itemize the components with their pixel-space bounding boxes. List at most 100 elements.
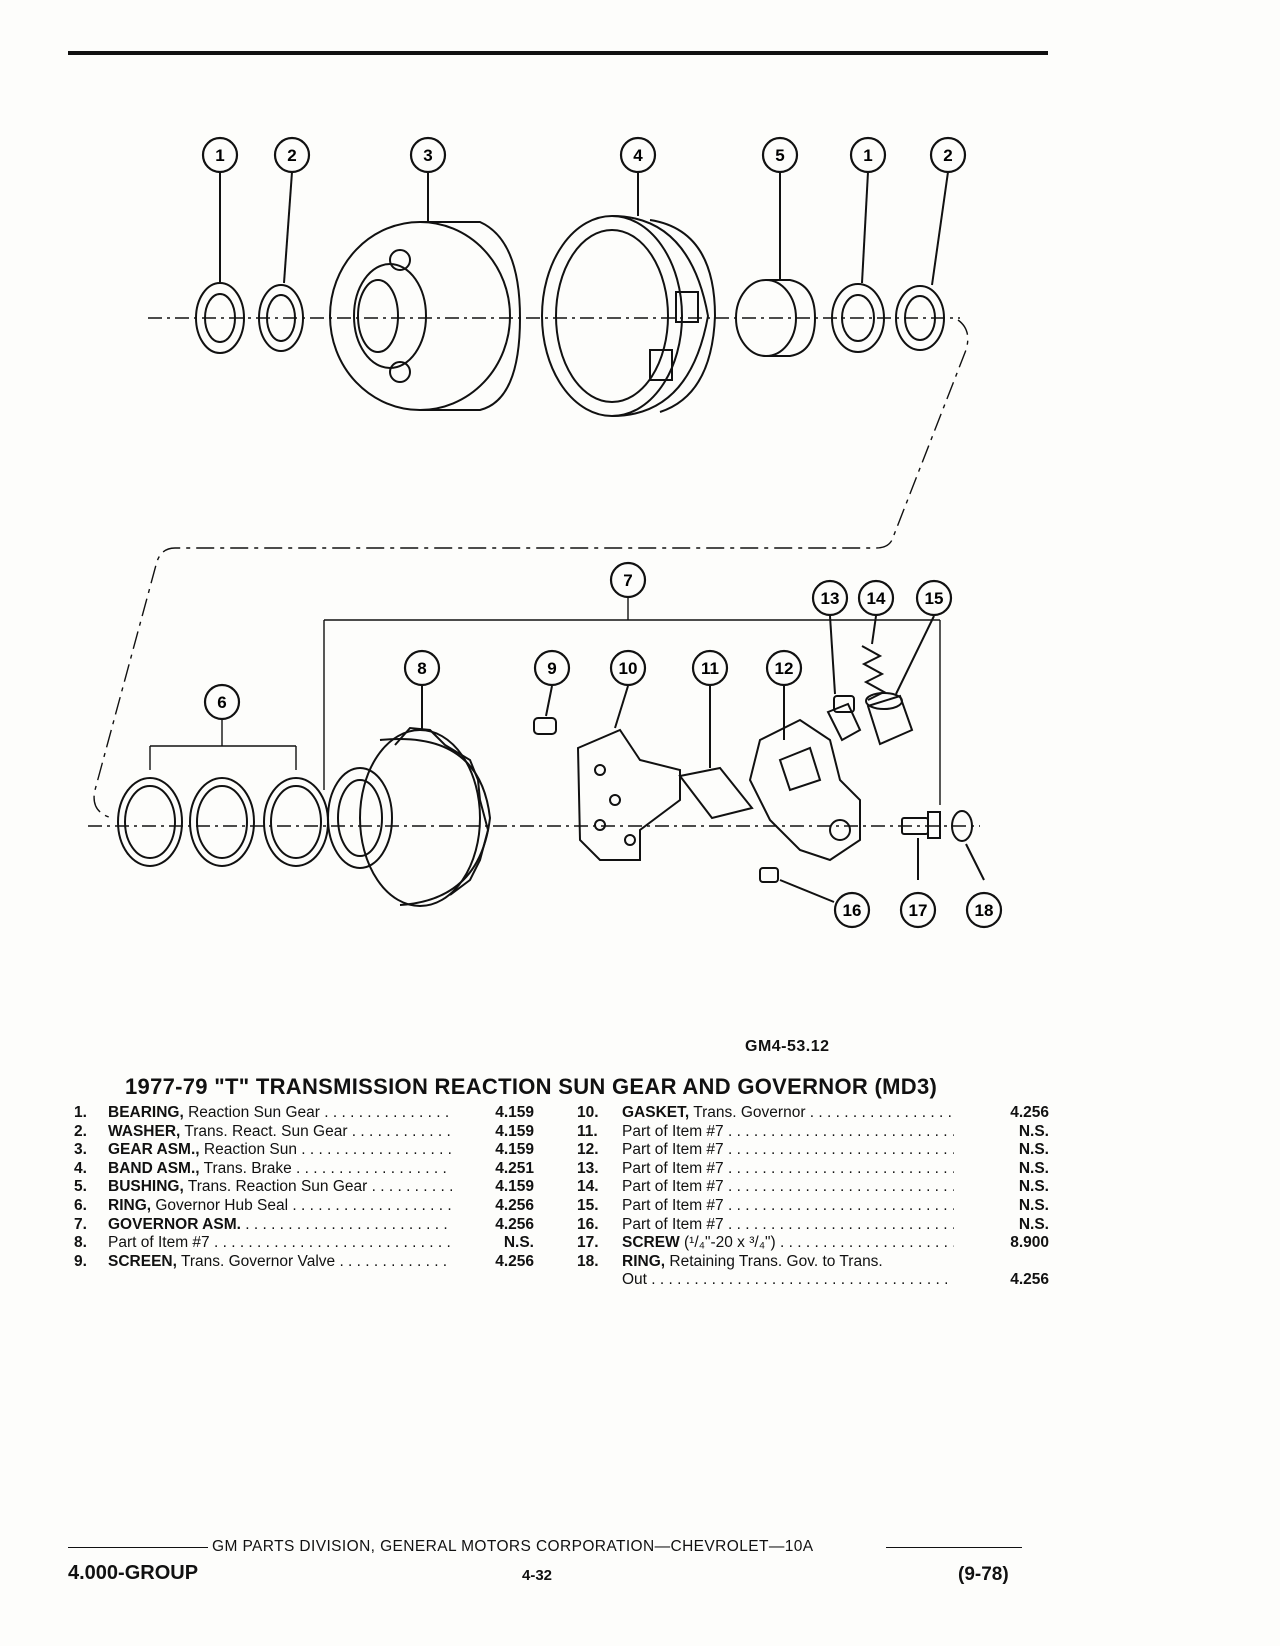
part-name: RING, [108,1196,152,1214]
bearing-shape-right [831,283,885,353]
part-number: 2. [74,1122,87,1140]
part-detail: Part of Item #7 [622,1196,724,1214]
callout-number: 13 [821,589,840,608]
part-detail: Part of Item #7 [622,1141,724,1159]
group-code: 4.256 [495,1215,534,1233]
part-number: 13. [577,1159,599,1177]
part-detail: Out [622,1271,647,1289]
callout-5: 5 [761,136,799,174]
part-name: WASHER, [108,1122,181,1140]
part-number: 5. [74,1178,87,1196]
callout-number: 6 [217,693,226,712]
part-description: Part of Item #7 [622,1160,954,1179]
part-row: 5. BUSHING, Trans. Reaction Sun Gear 4.159 [74,1178,534,1197]
part-name: SCREEN, [108,1252,177,1270]
callout-7: 7 [609,561,647,599]
callout-18: 18 [965,891,1003,929]
callout-number: 11 [701,659,719,678]
part-detail: Trans. Governor [693,1104,806,1121]
part-description: SCREEN, Trans. Governor Valve [108,1253,452,1272]
group-code: N.S. [1018,1141,1049,1159]
part-description: Part of Item #7 [108,1234,452,1253]
callout-2: 2 [929,136,967,174]
callout-number: 8 [417,659,426,678]
callout-10: 10 [609,649,647,687]
part-row: 14.Part of Item #7N.S. [577,1178,1049,1197]
part-row: 18. RING, Retaining Trans. Gov. to Trans. [577,1253,1049,1272]
part-row: Out4.256 [577,1271,1049,1290]
revision-date: (9-78) [958,1564,1009,1585]
part-number: 18. [577,1252,599,1270]
callout-14: 14 [857,579,895,617]
callout-number: 4 [633,146,643,165]
callout-number: 1 [863,146,872,165]
part-row: 11. Part of Item #7 N.S. [577,1123,1049,1142]
group-code: N.S. [1018,1215,1049,1233]
part-detail: Part of Item #7 [622,1178,724,1196]
group-code: 4.256 [1010,1104,1049,1121]
part-description: Out [622,1271,954,1290]
part-number: 10. [577,1104,599,1121]
part-number: 4. [74,1159,87,1177]
group-code: 4.256 [495,1196,534,1214]
top-rule [68,51,1048,55]
parts-list-right: 10. GASKET, Trans. Governor 4.256 11. Part o… [577,1104,1049,1290]
group-code: N.S. [1018,1159,1049,1177]
callout-number: 14 [867,589,886,608]
part-description: Part of Item #7 [622,1123,954,1142]
part-description: Part of Item #7 [622,1216,954,1235]
footer-rule-left [68,1547,208,1548]
group-code: 8.900 [1010,1234,1049,1252]
plug-shape [865,692,914,746]
part-description: GOVERNOR ASM. [108,1216,452,1235]
group-code: N.S. [1018,1122,1049,1140]
part-description: BAND ASM., Trans. Brake [108,1160,452,1179]
screen-shape [533,717,557,735]
callout-number: 7 [623,571,632,590]
part-name: SCREW [622,1234,680,1252]
part-detail: Part of Item #7 [108,1234,210,1252]
pin-shape [759,867,779,883]
callout-15: 15 [915,579,953,617]
page-title: 1977-79 "T" TRANSMISSION REACTION SUN GE… [125,1074,938,1099]
part-row: 8.Part of Item #7N.S. [74,1234,534,1253]
group-code: 4.159 [495,1122,534,1140]
callout-11: 11 [691,649,729,687]
part-row: 1.BEARING, Reaction Sun Gear4.159 [74,1104,534,1123]
callout-number: 1 [215,146,224,165]
callout-number: 16 [843,901,862,920]
part-row: 16.Part of Item #7N.S. [577,1216,1049,1235]
part-description: Part of Item #7 [622,1178,954,1197]
bushing-shape [735,279,817,357]
callout-1: 1 [849,136,887,174]
callout-number: 12 [775,659,794,678]
callout-16: 16 [833,891,871,929]
part-number: 14. [577,1178,599,1196]
part-description: GASKET, Trans. Governor [622,1104,954,1123]
part-number: 15. [577,1196,599,1214]
footer-text: GM PARTS DIVISION, GENERAL MOTORS CORPOR… [212,1538,814,1555]
part-number: 9. [74,1252,87,1270]
governor-hub-shape [327,726,492,907]
part-description: BUSHING, Trans. Reaction Sun Gear [108,1178,452,1197]
callout-8: 8 [403,649,441,687]
callout-number: 3 [423,146,432,165]
retaining-ring-shape [951,810,973,842]
part-row: 13. Part of Item #7 N.S. [577,1160,1049,1179]
callout-number: 10 [619,659,638,678]
callout-number: 9 [547,659,556,678]
part-row: 4.BAND ASM., Trans. Brake4.251 [74,1160,534,1179]
part-description: SCREW (¹/₄"-20 x ³/₄") [622,1234,954,1253]
part-row: 15.Part of Item #7N.S. [577,1197,1049,1216]
callout-12: 12 [765,649,803,687]
callout-6: 6 [203,683,241,721]
part-number: 11. [577,1122,598,1140]
part-description: RING, Retaining Trans. Gov. to Trans. [622,1253,954,1272]
group-code: 4.256 [495,1252,534,1270]
part-detail: Governor Hub Seal [155,1196,289,1214]
callout-3: 3 [409,136,447,174]
figure-code: GM4-53.12 [745,1038,830,1055]
group-code: 4.159 [495,1178,534,1196]
part-row: 17.SCREW (¹/₄"-20 x ³/₄")8.900 [577,1234,1049,1253]
